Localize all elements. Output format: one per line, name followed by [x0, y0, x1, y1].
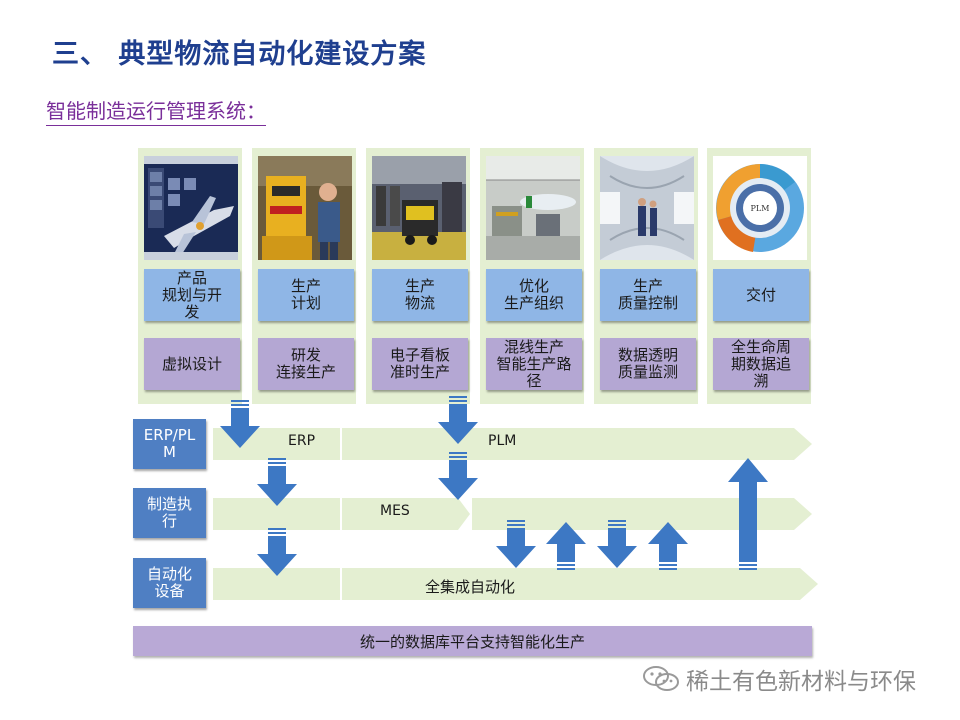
factory-worker-image	[258, 156, 352, 260]
fuselage-inspection-image	[600, 156, 694, 260]
up-arrow-icon	[546, 522, 586, 570]
production-logistics-box: 生产 物流	[372, 269, 468, 321]
plm-label: PLM	[488, 433, 517, 449]
column-production-logistics: 生产 物流 电子看板 准时生产	[366, 148, 470, 404]
database-platform-bar: 统一的数据库平台支持智能化生产	[133, 626, 812, 656]
up-arrow-icon	[728, 458, 768, 570]
column-quality-control: 生产 质量控制 数据透明 质量监测	[594, 148, 698, 404]
mes-arrow-band	[472, 498, 812, 530]
down-arrow-icon	[597, 520, 637, 568]
column-production-plan: 生产 计划 研发 连接生产	[252, 148, 356, 404]
data-transparency-box: 数据透明 质量监测	[600, 338, 696, 390]
down-arrow-icon	[438, 396, 478, 444]
watermark: 稀土有色新材料与环保	[642, 662, 916, 696]
page-title: 三、 典型物流自动化建设方案	[52, 39, 427, 70]
rd-link-production-box: 研发 连接生产	[258, 338, 354, 390]
product-planning-box: 产品 规划与开 发	[144, 269, 240, 321]
plm-wheel-label: PLM	[751, 204, 770, 213]
page-subtitle: 智能制造运行管理系统：	[46, 95, 266, 126]
row-label-automation-equipment: 自动化 设备	[133, 558, 206, 608]
kanban-jit-box: 电子看板 准时生产	[372, 338, 468, 390]
plm-arrow-band	[342, 428, 812, 460]
erp-label: ERP	[288, 433, 316, 449]
row-label-manufacturing-execution: 制造执 行	[133, 488, 206, 538]
aircraft-assembly-image	[486, 156, 580, 260]
virtual-design-box: 虚拟设计	[144, 338, 240, 390]
column-delivery: PLM 交付 全生命周 期数据追 溯	[707, 148, 811, 404]
mixed-line-production-box: 混线生产 智能生产路 径	[486, 338, 582, 390]
down-arrow-icon	[438, 452, 478, 500]
mes-band	[342, 498, 470, 530]
up-arrow-icon	[648, 522, 688, 570]
automation-label: 全集成自动化	[425, 578, 516, 596]
down-arrow-icon	[257, 528, 297, 576]
column-optimize-organization: 优化 生产组织 混线生产 智能生产路 径	[480, 148, 584, 404]
logistics-vehicle-image	[372, 156, 466, 260]
quality-control-box: 生产 质量控制	[600, 269, 696, 321]
down-arrow-icon	[496, 520, 536, 568]
plm-wheel-image: PLM	[713, 156, 807, 260]
mes-label: MES	[380, 503, 410, 519]
delivery-box: 交付	[713, 269, 809, 321]
wechat-icon	[643, 666, 679, 691]
production-plan-box: 生产 计划	[258, 269, 354, 321]
watermark-text: 稀土有色新材料与环保	[686, 669, 916, 695]
automation-arrow-band	[342, 568, 818, 600]
aircraft-design-image	[144, 156, 238, 260]
row-label-erp-plm: ERP/PL M	[133, 419, 206, 469]
optimize-organization-box: 优化 生产组织	[486, 269, 582, 321]
lifecycle-trace-box: 全生命周 期数据追 溯	[713, 338, 809, 390]
down-arrow-icon	[220, 400, 260, 448]
down-arrow-icon	[257, 458, 297, 506]
column-product-planning: 产品 规划与开 发 虚拟设计	[138, 148, 242, 404]
